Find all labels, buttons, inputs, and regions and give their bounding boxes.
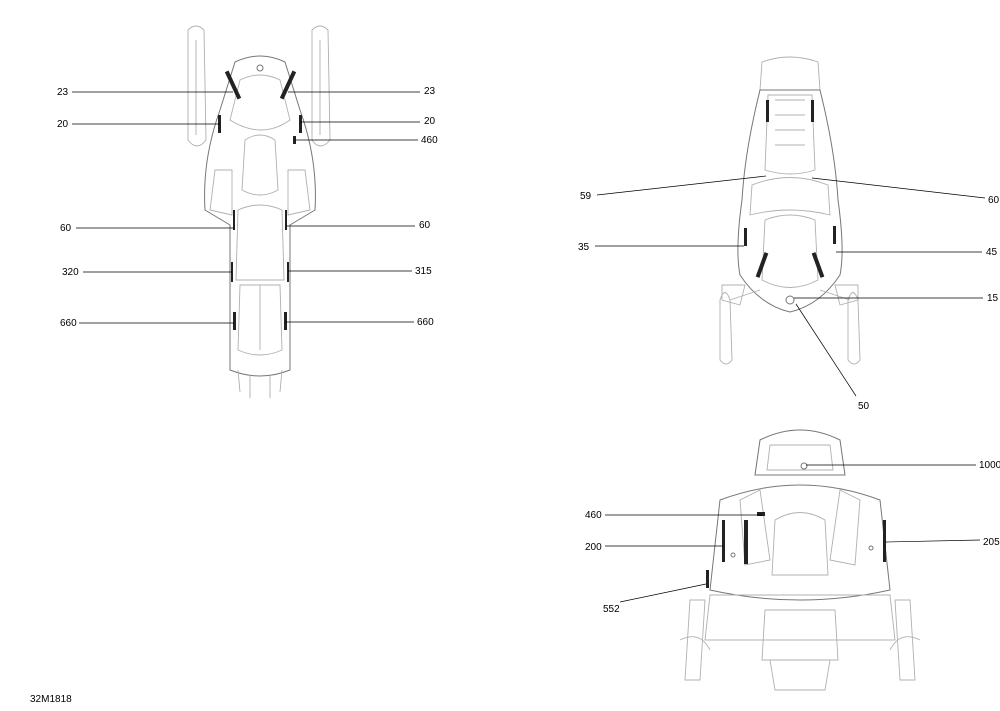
callout-label: 460: [585, 510, 602, 521]
rear-view-illustration: [679, 429, 921, 691]
callout-label: 23: [57, 87, 69, 98]
callout-label: 59: [580, 191, 592, 202]
callout-label: 200: [585, 542, 602, 553]
front-view-callouts: 59 60 35 45 15 50: [578, 175, 1000, 412]
callout-label: 20: [424, 116, 436, 127]
callout-label: 320: [62, 267, 79, 278]
callout-label: 460: [421, 135, 438, 146]
callout-label: 660: [60, 318, 77, 329]
top-view-illustration: [187, 25, 331, 398]
callout-label: 60: [60, 223, 72, 234]
callout-label: 205: [983, 537, 1000, 548]
callout-label: 660: [417, 317, 434, 328]
callout-label: 35: [578, 242, 590, 253]
callout-label: 315: [415, 266, 432, 277]
callout-label: 60: [988, 195, 1000, 206]
callout-label: 23: [424, 86, 436, 97]
callout-label: 1000: [979, 460, 1000, 471]
callout-label: 60: [419, 220, 431, 231]
drawing-code: 32M1818: [30, 694, 72, 705]
callout-label: 552: [603, 604, 620, 615]
top-view-callouts: 23 23 20 20 460 60 60 320 315 660 660: [57, 86, 438, 329]
front-view-illustration: [719, 56, 861, 365]
callout-label: 15: [987, 293, 999, 304]
callout-label: 20: [57, 119, 69, 130]
callout-label: 45: [986, 247, 998, 258]
rear-view-callouts: 1000 460 200 205 552: [585, 460, 1000, 615]
callout-label: 50: [858, 401, 870, 412]
